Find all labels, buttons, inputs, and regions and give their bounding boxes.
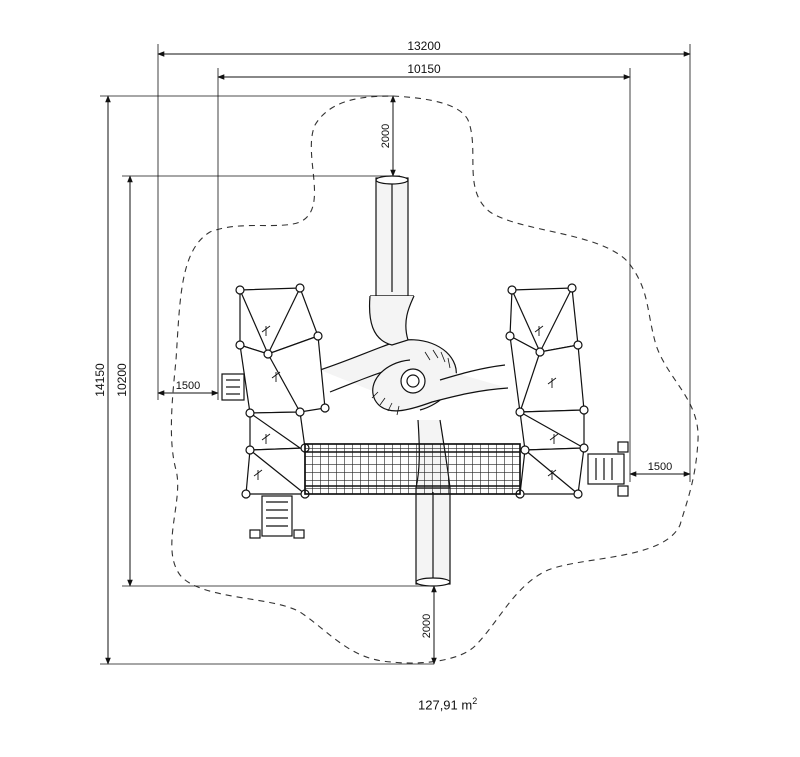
tube-junction [400, 368, 426, 394]
structure-depth-label: 10200 [115, 363, 129, 397]
area-label: 127,91 m2 [418, 696, 477, 712]
bottom-slide [415, 487, 451, 587]
left-entry-platform [221, 373, 245, 401]
top-slide [370, 175, 414, 297]
right-tower [505, 283, 589, 499]
bottom-ladder [249, 495, 305, 539]
dimension-lines [105, 51, 691, 665]
net-bridge [304, 443, 521, 495]
top-clearance-label: 2000 [380, 124, 392, 148]
left-clearance-label: 1500 [176, 380, 200, 392]
right-clearance-label: 1500 [648, 461, 672, 473]
left-tower [235, 283, 330, 499]
overall-width-label: 13200 [407, 39, 441, 53]
playground-structure [221, 175, 629, 587]
overall-depth-label: 14150 [93, 363, 107, 397]
structure-width-label: 10150 [407, 62, 441, 76]
area-value: 127,91 m [418, 697, 473, 713]
right-ladder [587, 441, 629, 497]
extension-lines [100, 44, 691, 665]
area-unit-superscript: 2 [472, 696, 478, 706]
bottom-clearance-label: 2000 [421, 614, 433, 638]
